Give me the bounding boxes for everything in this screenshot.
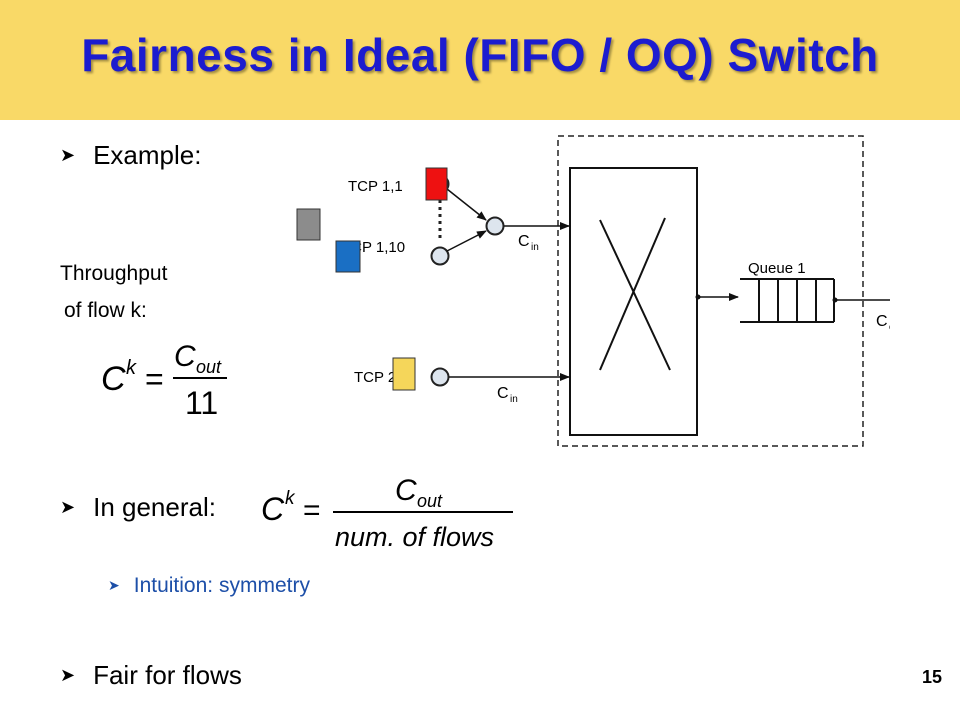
yellow-packet	[392, 357, 416, 391]
cin-bottom-sub: in	[510, 394, 518, 405]
formula-example-num-sub: out	[196, 357, 222, 377]
tcp-mid-node	[430, 246, 450, 266]
cin-top-sub: in	[531, 242, 539, 253]
formula-general-sup: k	[285, 488, 296, 509]
bullet-arrow-icon: ➤	[60, 665, 76, 685]
bullet-in-general: ➤ In general:	[60, 492, 216, 523]
switch-boundary	[557, 135, 864, 447]
tcp-top-label: TCP 1,1	[348, 178, 403, 195]
formula-example-lhs: C	[101, 360, 126, 398]
bullet-fair-text: Fair for flows	[93, 660, 242, 690]
bullet-arrow-icon: ➤	[60, 145, 76, 165]
aggregation-node	[485, 216, 505, 236]
switch-diagram: TCP 1,1 TCP 1,10 TCP 2,1 C in C in Queue…	[296, 135, 890, 447]
formula-general-lhs: C	[261, 491, 285, 527]
red-packet	[425, 167, 448, 201]
title-band	[0, 0, 960, 120]
cout-sub: out	[889, 322, 890, 333]
formula-general-den: num. of flows	[335, 522, 494, 552]
cout-label: C	[876, 313, 888, 330]
formula-example-eq: =	[145, 361, 164, 397]
cin-top-label: C	[518, 233, 530, 250]
sub-bullet-arrow-icon: ➤	[108, 577, 120, 593]
formula-example-num: C	[174, 340, 196, 373]
formula-general-num: C	[395, 474, 417, 507]
blue-packet	[335, 240, 361, 273]
formula-general-num-sub: out	[417, 491, 443, 511]
formula-general: C k = C out num. of flows	[261, 474, 513, 552]
formula-general-eq: =	[303, 494, 321, 527]
formula-example-sup: k	[126, 357, 137, 379]
bullet-example: ➤ Example:	[60, 140, 201, 171]
bullet-arrow-icon: ➤	[60, 497, 76, 517]
arrow-mid-to-agg	[446, 230, 487, 252]
fabric-cross-line-1	[599, 219, 671, 371]
slide-title: Fairness in Ideal (FIFO / OQ) Switch	[81, 29, 879, 81]
bullet-in-general-text: In general:	[93, 492, 216, 522]
grey-packet	[296, 208, 321, 241]
page-number: 15	[921, 667, 942, 687]
queue-label: Queue 1	[748, 260, 806, 277]
formula-example-den: 11	[185, 385, 218, 420]
sub-bullet-intuition-text: Intuition: symmetry	[133, 574, 310, 597]
bullet-fair: ➤ Fair for flows	[60, 660, 242, 691]
arrow-top-to-agg	[446, 188, 487, 221]
bullet-example-text: Example:	[93, 140, 202, 170]
fabric-cross-line-2	[599, 217, 666, 371]
throughput-line-2: of flow k:	[64, 299, 147, 322]
throughput-line-1: Throughput	[60, 262, 168, 285]
formula-example: C k = C out 11	[101, 340, 227, 420]
queue-1	[740, 278, 835, 323]
cin-bottom-label: C	[497, 385, 509, 402]
sub-bullet-intuition: ➤ Intuition: symmetry	[108, 574, 310, 598]
switch-fabric	[569, 167, 698, 436]
tcp-bottom-node	[430, 367, 450, 387]
